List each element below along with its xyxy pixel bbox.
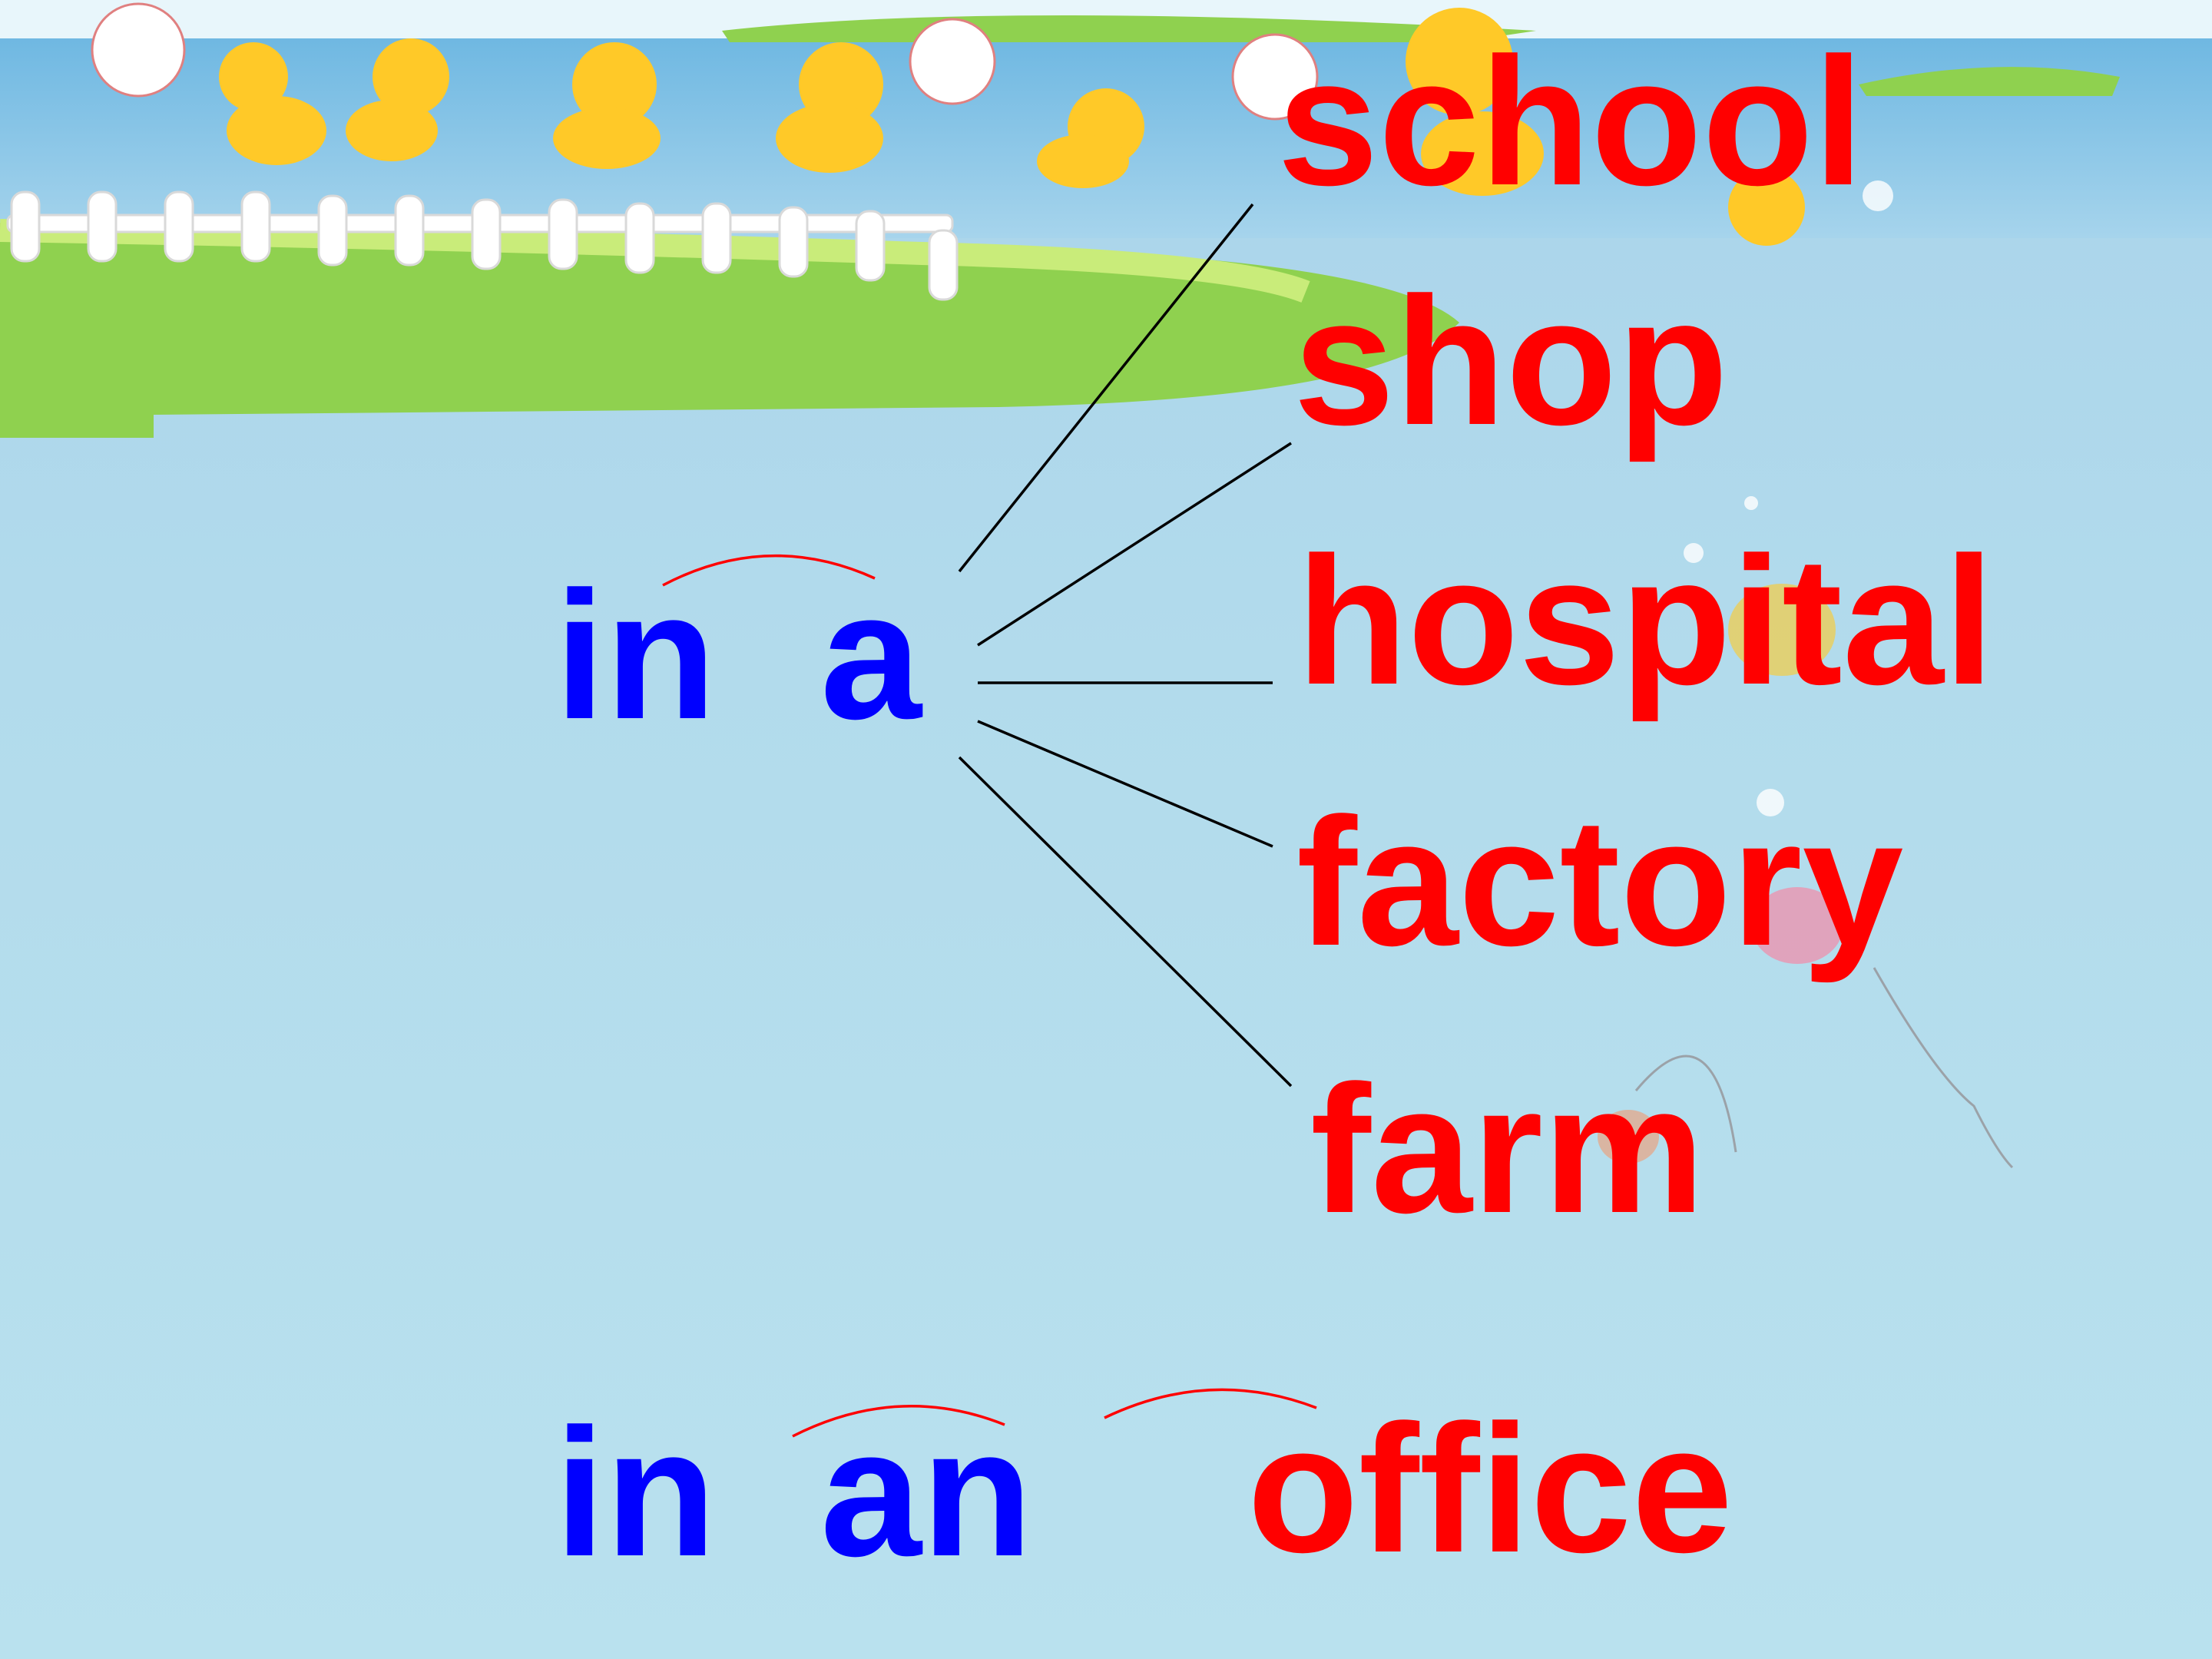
fish xyxy=(1598,887,2014,1169)
liaison-arc-an-office xyxy=(1104,1388,1317,1419)
noun-school: school xyxy=(1277,20,1864,224)
noun-farm: farm xyxy=(1310,1048,1705,1251)
preposition-in: in xyxy=(555,554,717,757)
line-to-factory xyxy=(977,720,1273,848)
line-to-farm xyxy=(958,756,1293,1088)
line-to-school xyxy=(958,203,1254,573)
grass-bank xyxy=(0,223,1459,438)
ducks xyxy=(219,8,1836,676)
speech-bubble-icons xyxy=(91,2,1319,121)
liaison-arc-in-a xyxy=(662,554,876,587)
article-an: an xyxy=(820,1391,1033,1594)
noun-factory: factory xyxy=(1296,780,1904,984)
bubbles xyxy=(1684,180,1893,816)
reeds xyxy=(1859,67,2120,96)
line-to-shop xyxy=(977,442,1292,647)
preposition-in-2: in xyxy=(555,1391,717,1594)
fence xyxy=(6,190,959,301)
noun-hospital: hospital xyxy=(1296,519,1995,723)
liaison-arc-in-an xyxy=(792,1405,1005,1438)
article-a: a xyxy=(820,554,922,757)
noun-shop: shop xyxy=(1293,260,1729,463)
noun-office: office xyxy=(1247,1387,1734,1591)
